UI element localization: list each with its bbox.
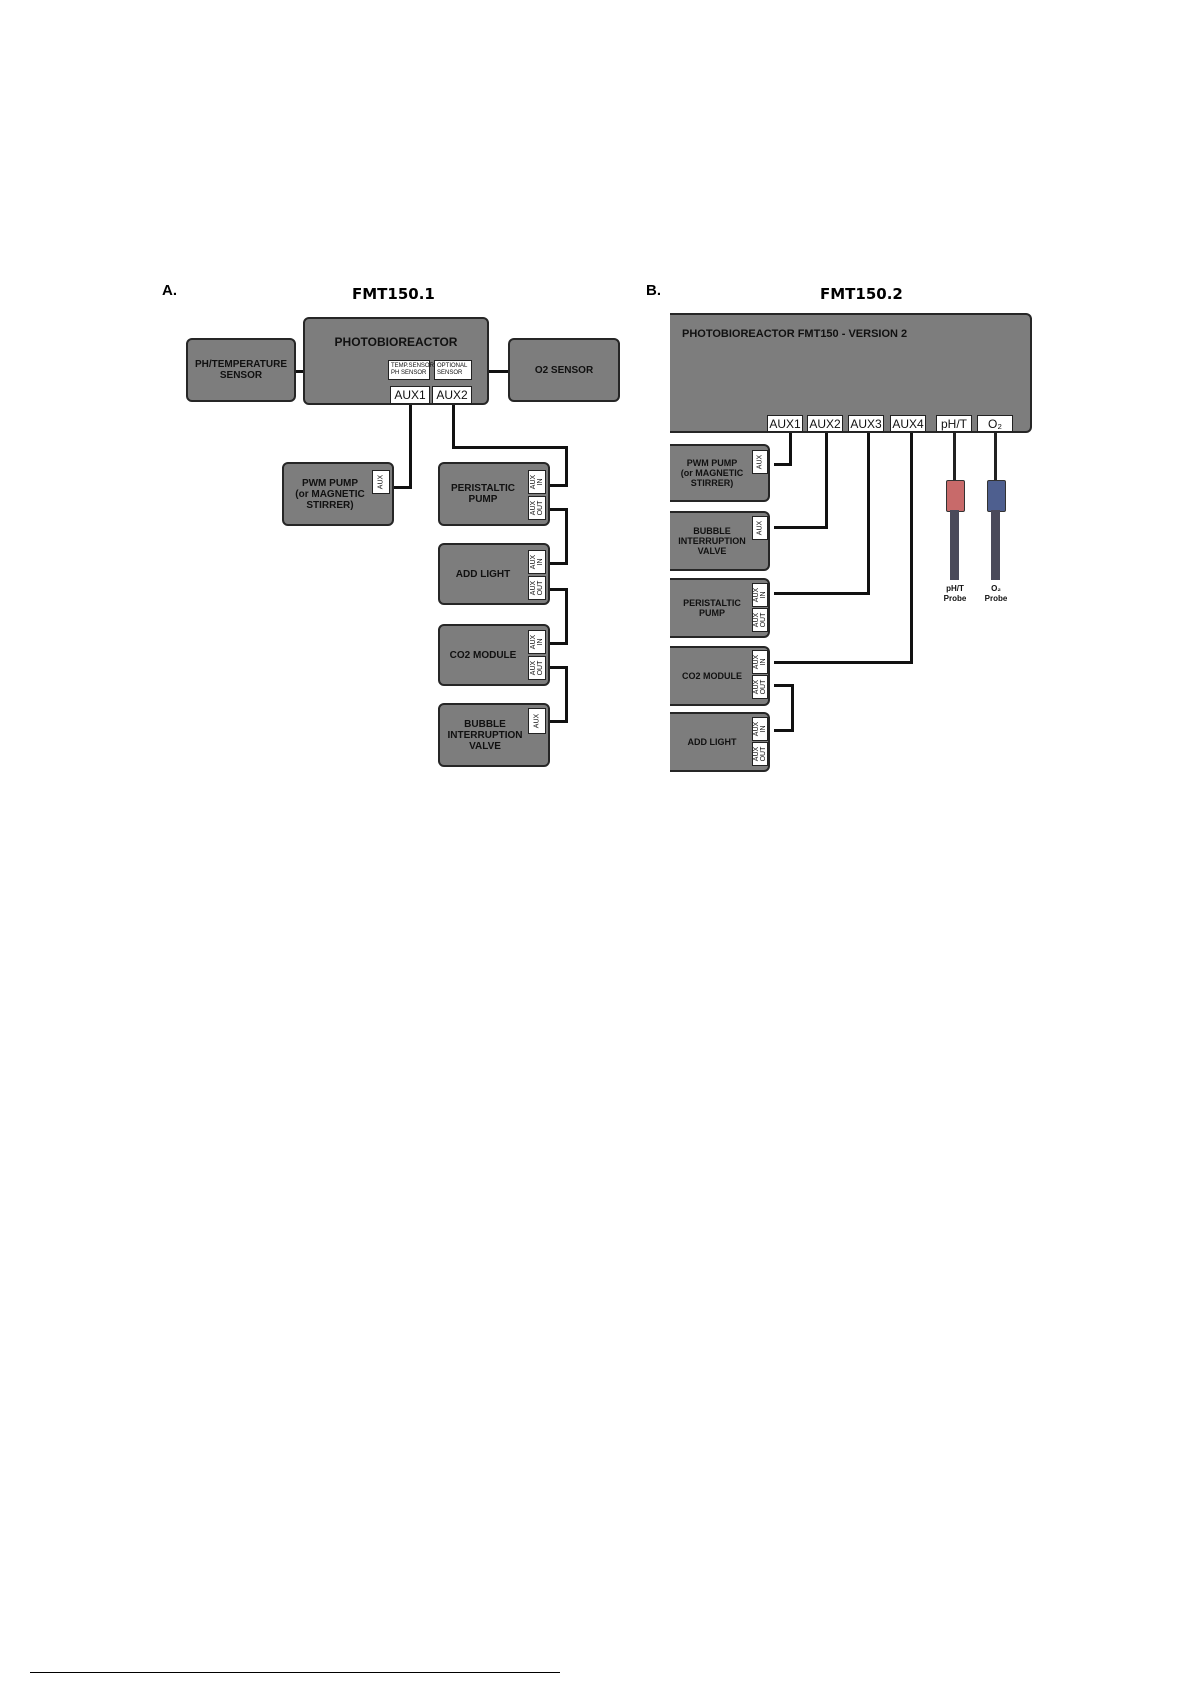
co2-module-label-a: CO2 MODULE: [449, 649, 517, 661]
wire-aux2-h: [452, 446, 567, 449]
pwm-pump-aux-text-a: AUX: [377, 474, 385, 490]
wire-b-aux2-h: [774, 526, 828, 529]
add-light-aux-in-port-a: AUX IN: [528, 550, 546, 574]
pwm-pump-label-b: PWM PUMP (or MAGNETIC STIRRER): [680, 458, 744, 488]
wire-b-light-in-h: [774, 729, 794, 732]
co2-aux-out-port-b: AUX OUT: [752, 675, 768, 699]
wire-aux1-h: [393, 486, 412, 489]
add-light-aux-in-text-a: AUX IN: [530, 554, 544, 570]
co2-aux-in-text-a: AUX IN: [530, 634, 544, 650]
peristaltic-aux-out-text-a: AUX OUT: [530, 500, 544, 516]
wire-b-aux2-v: [825, 428, 828, 528]
peristaltic-aux-out-text-b: AUX OUT: [753, 612, 767, 628]
pwm-pump-aux-port-a: AUX: [372, 470, 390, 494]
bubble-valve-aux-port-b: AUX: [752, 516, 768, 540]
co2-aux-out-port-a: AUX OUT: [528, 656, 546, 680]
wire-b-aux1-h: [774, 463, 792, 466]
peristaltic-aux-in-port-a: AUX IN: [528, 470, 546, 494]
wire-b-aux3-h: [774, 592, 870, 595]
peristaltic-aux-in-port-b: AUX IN: [752, 583, 768, 607]
footnote-separator: [30, 1672, 560, 1673]
wire-aux2-v: [452, 402, 455, 448]
add-light-aux-in-text-b: AUX IN: [753, 721, 767, 737]
bubble-valve-aux-text-a: AUX: [533, 713, 541, 729]
co2-aux-in-port-b: AUX IN: [752, 650, 768, 674]
aux1-port-b: AUX1: [767, 415, 803, 432]
ph-probe-label: pH/T Probe: [943, 584, 967, 603]
co2-aux-out-text-b: AUX OUT: [753, 679, 767, 695]
co2-aux-out-text-a: AUX OUT: [530, 660, 544, 676]
optional-sensor-port: OPTIONAL SENSOR: [434, 360, 472, 380]
aux4-port-b: AUX4: [890, 415, 926, 432]
pwm-pump-aux-text-b: AUX: [756, 454, 764, 470]
wire-co2-in: [550, 642, 568, 645]
bubble-valve-aux-text-b: AUX: [756, 520, 764, 536]
pwm-pump-aux-port-b: AUX: [752, 450, 768, 474]
ph-t-port-b: pH/T: [936, 415, 972, 432]
co2-module-label-b: CO2 MODULE: [681, 670, 742, 681]
add-light-label-a: ADD LIGHT: [455, 568, 511, 580]
o2-port-b: O₂: [977, 415, 1013, 432]
o2-probe-rod: [991, 510, 1000, 580]
peristaltic-aux-in-text-b: AUX IN: [753, 587, 767, 603]
co2-aux-in-text-b: AUX IN: [753, 654, 767, 670]
o2-probe-head: [987, 480, 1006, 512]
wire-co2-bubble-v: [565, 666, 568, 723]
panel-a-title: FMT150.1: [352, 285, 435, 303]
wire-bubble-in: [550, 720, 568, 723]
bubble-valve-box-b: BUBBLE INTERRUPTION VALVE: [670, 511, 770, 571]
peristaltic-aux-in-text-a: AUX IN: [530, 474, 544, 490]
wire-b-aux4-h: [774, 661, 913, 664]
ph-probe-rod: [950, 510, 959, 580]
bubble-valve-label-a: BUBBLE INTERRUPTION VALVE: [447, 718, 523, 752]
wire-aux2-down: [565, 446, 568, 486]
peristaltic-pump-label-b: PERISTALTIC PUMP: [683, 598, 741, 618]
add-light-label-b: ADD LIGHT: [687, 736, 737, 747]
add-light-aux-in-port-b: AUX IN: [752, 717, 768, 741]
wire-peri-out-h: [550, 508, 568, 511]
ph-probe-cable-top: [953, 432, 956, 480]
wire-b-aux3-v: [867, 428, 870, 595]
add-light-aux-out-port-a: AUX OUT: [528, 576, 546, 600]
wire-o2-sensor: [470, 370, 510, 373]
panel-b-title: FMT150.2: [820, 285, 903, 303]
o2-probe-label: O₂ Probe: [984, 584, 1008, 603]
add-light-aux-out-port-b: AUX OUT: [752, 742, 768, 766]
wire-aux1-v: [409, 402, 412, 488]
aux3-port-b: AUX3: [848, 415, 884, 432]
wire-b-co2-out-h: [774, 684, 794, 687]
photobioreactor-b-box: PHOTOBIOREACTOR FMT150 - VERSION 2: [670, 313, 1032, 433]
ph-probe-head: [946, 480, 965, 512]
wire-peri-in: [550, 484, 568, 487]
aux2-port-b: AUX2: [807, 415, 843, 432]
bubble-valve-label-b: BUBBLE INTERRUPTION VALVE: [678, 526, 746, 556]
panel-b-letter: B.: [646, 282, 661, 299]
co2-aux-in-port-a: AUX IN: [528, 630, 546, 654]
peristaltic-aux-out-port-a: AUX OUT: [528, 496, 546, 520]
add-light-aux-out-text-a: AUX OUT: [530, 580, 544, 596]
bubble-valve-aux-port-a: AUX: [528, 708, 546, 734]
pwm-pump-label-a: PWM PUMP (or MAGNETIC STIRRER): [295, 477, 365, 511]
o2-sensor-box: O2 SENSOR: [508, 338, 620, 402]
wire-light-in: [550, 562, 568, 565]
peristaltic-pump-label-a: PERISTALTIC PUMP: [450, 483, 516, 505]
wire-co2-out-h: [550, 666, 568, 669]
ph-temperature-sensor-box: PH/TEMPERATURE SENSOR: [186, 338, 296, 402]
aux1-port-a: AUX1: [390, 386, 430, 404]
wire-b-aux1-v: [789, 428, 792, 466]
o2-probe-cable-top: [994, 432, 997, 480]
peristaltic-aux-out-port-b: AUX OUT: [752, 608, 768, 632]
photobioreactor-b-label: PHOTOBIOREACTOR FMT150 - VERSION 2: [682, 328, 908, 340]
wire-b-aux4-v: [910, 428, 913, 664]
temp-ph-sensor-port: TEMP.SENSOR PH SENSOR: [388, 360, 434, 380]
photobioreactor-a-label: PHOTOBIOREACTOR: [334, 335, 458, 349]
aux2-port-a: AUX2: [432, 386, 472, 404]
panel-a-letter: A.: [162, 282, 177, 299]
wire-light-out-h: [550, 588, 568, 591]
add-light-aux-out-text-b: AUX OUT: [753, 746, 767, 762]
wire-b-co2-light-v: [791, 684, 794, 732]
wire-light-co2-v: [565, 588, 568, 644]
wire-peri-light-v: [565, 508, 568, 564]
